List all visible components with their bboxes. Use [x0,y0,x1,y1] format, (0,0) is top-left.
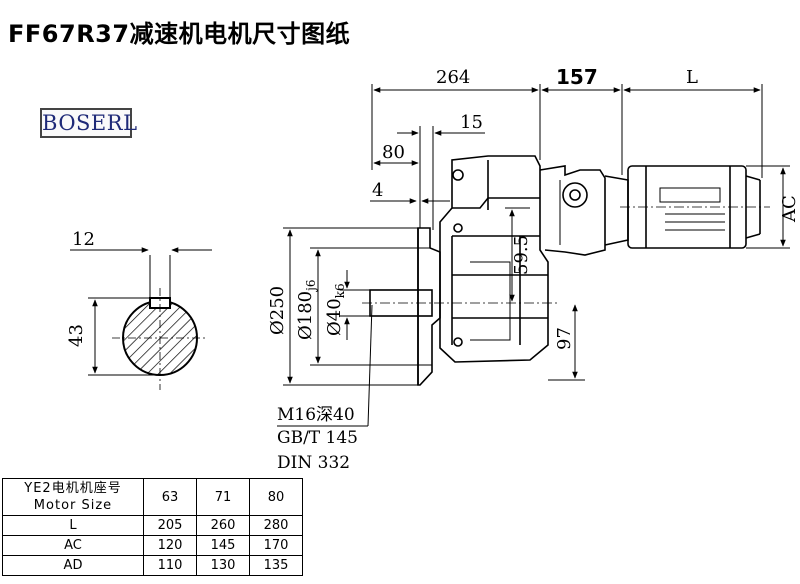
size-71: 71 [196,478,250,516]
table-cell: 135 [249,555,303,576]
dim-264-label: 264 [436,67,470,88]
dim-4: 4 [370,180,450,204]
dim-AC: AC [746,165,800,249]
motor-size-table: YE2电机机座号 Motor Size 63 71 80 L 205 260 2… [2,478,303,576]
dim-157: 157 [541,65,623,175]
dim-L-label: L [686,67,698,88]
table-cell: 145 [196,535,250,556]
table-cell: 205 [143,515,197,536]
table-cell: 260 [196,515,250,536]
table-cell: 110 [143,555,197,576]
table-header-row: YE2电机机座号 Motor Size 63 71 80 [2,478,303,516]
dim-4-label: 4 [372,180,383,201]
dim-12-label: 12 [72,229,95,250]
size-80: 80 [249,478,303,516]
table-cell: 170 [249,535,303,556]
size-63: 63 [143,478,197,516]
dim-180-tolerance: j6 [304,280,318,293]
header-en: Motor Size [33,498,113,513]
dim-15-label: 15 [460,112,483,133]
note-thread: M16深40 [277,405,355,425]
row-label: L [2,515,144,536]
note-standard-din: DIN 332 [277,453,351,473]
dim-80-label: 80 [382,142,405,163]
dim-43-label: 43 [66,324,87,347]
dim-59-5: 59.5 [505,207,532,302]
dim-264: 264 [371,67,541,170]
dim-250: Ø250 [267,227,418,386]
dim-180-label: Ø180 [295,291,316,340]
brand-logo: BOSERL [40,108,137,138]
note-leader-line [367,304,373,427]
table-header-cell: YE2电机机座号 Motor Size [2,478,144,516]
dim-59-5-label: 59.5 [511,235,532,275]
table-row: AC 120 145 170 [2,535,303,556]
header-cn: YE2电机机座号 [24,481,122,496]
row-label: AC [2,535,144,556]
dim-80: 80 [373,142,419,166]
svg-text:Ø180j6: Ø180j6 [295,280,318,340]
svg-text:Ø40k6: Ø40k6 [324,283,347,336]
page-title: FF67R37减速机电机尺寸图纸 [8,20,351,48]
dim-40: Ø40k6 [324,270,370,340]
table-row: AD 110 130 135 [2,555,303,576]
table-cell: 120 [143,535,197,556]
dim-key-width: 12 [70,229,212,300]
row-label: AD [2,555,144,576]
dim-AC-label: AC [779,195,800,223]
dim-15: 15 [397,112,485,230]
dim-40-tolerance: k6 [333,283,347,298]
dim-250-label: Ø250 [267,286,288,335]
dim-L: L [623,67,763,178]
dim-97-label: 97 [554,327,575,350]
dim-180: Ø180j6 [295,247,432,366]
shaft-section [112,288,208,390]
table-cell: 130 [196,555,250,576]
dim-40-label: Ø40 [324,298,345,336]
dim-shaft-height: 43 [66,297,160,376]
table-row: L 205 260 280 [2,515,303,536]
dim-97: 97 [548,304,585,381]
reducer-body [362,155,770,386]
note-standard-gb: GB/T 145 [277,428,358,448]
dim-157-label: 157 [556,65,598,89]
table-cell: 280 [249,515,303,536]
